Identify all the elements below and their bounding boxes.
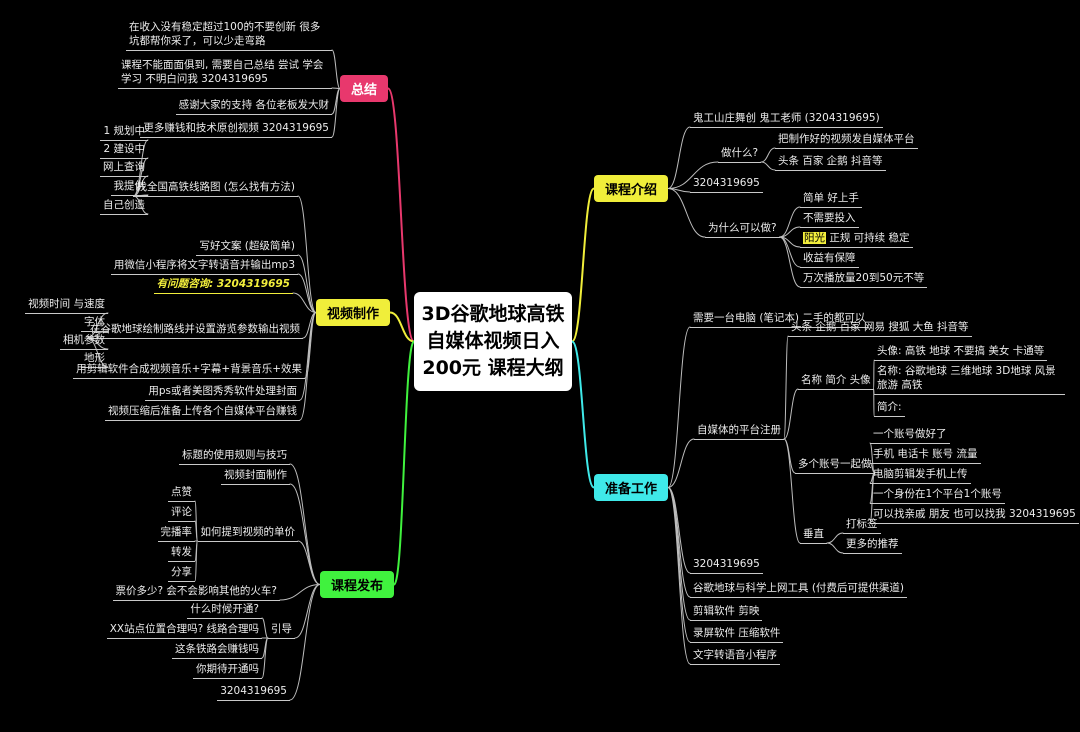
sunny-rest-text: 正规 可持续 稳定 bbox=[826, 232, 910, 244]
node-thanks[interactable]: 感谢大家的支持 各位老板发大财 bbox=[175, 98, 332, 115]
node-expect-open[interactable]: 你期待开通吗 bbox=[193, 662, 262, 679]
node-recorder-compressor[interactable]: 录屏软件 压缩软件 bbox=[690, 626, 784, 643]
node-what-to-do[interactable]: 做什么? bbox=[718, 146, 762, 163]
node-cover-making[interactable]: 视频封面制作 bbox=[221, 468, 290, 485]
node-bio-tip[interactable]: 简介: bbox=[874, 400, 905, 417]
node-one-identity[interactable]: 一个身份在1个平台1个账号 bbox=[870, 487, 1005, 504]
node-online-search[interactable]: 网上查询 bbox=[100, 160, 148, 177]
node-forward[interactable]: 转发 bbox=[168, 545, 195, 562]
node-find-relatives[interactable]: 可以找亲戚 朋友 也可以找我 3204319695 bbox=[870, 507, 1079, 524]
node-teacher[interactable]: 鬼工山庄舞创 鬼工老师 (3204319695) bbox=[690, 111, 883, 128]
node-tts-miniprogram[interactable]: 文字转语音小程序 bbox=[690, 648, 780, 665]
central-topic-line: 200元 课程大纲 bbox=[422, 357, 564, 379]
node-vertical[interactable]: 垂直 bbox=[800, 527, 827, 544]
node-profile[interactable]: 名称 简介 头像 bbox=[798, 373, 874, 390]
node-income-guarantee[interactable]: 收益有保障 bbox=[800, 251, 859, 268]
central-topic-line: 自媒体视频日入 bbox=[426, 330, 560, 352]
node-platform-list[interactable]: 头条 企鹅 百家 网易 搜狐 大鱼 抖音等 bbox=[788, 320, 972, 337]
node-editor-jianying[interactable]: 剪辑软件 剪映 bbox=[690, 604, 763, 621]
node-status-building[interactable]: 2 建设中 bbox=[100, 142, 148, 159]
node-compress-upload[interactable]: 视频压缩后准备上传各个自媒体平台赚钱 bbox=[105, 404, 300, 421]
central-topic-line: 3D谷歌地球高铁 bbox=[421, 303, 565, 325]
node-name-tip[interactable]: 名称: 谷歌地球 三维地球 3D地球 风景 旅游 高铁 bbox=[874, 364, 1065, 395]
node-simple-easy[interactable]: 简单 好上手 bbox=[800, 191, 862, 208]
node-prep-qq[interactable]: 3204319695 bbox=[690, 557, 763, 574]
node-advice-stability[interactable]: 在收入没有稳定超过100的不要创新 很多坑都帮你采了，可以少走弯路 bbox=[126, 20, 332, 51]
node-guide[interactable]: 引导 bbox=[268, 622, 295, 639]
node-raise-video-price[interactable]: 如何提到视频的单价 bbox=[197, 525, 298, 542]
central-topic[interactable]: 3D谷歌地球高铁 自媒体视频日入 200元 课程大纲 bbox=[414, 292, 572, 391]
node-more-recommend[interactable]: 更多的推荐 bbox=[843, 537, 902, 554]
branch-course-intro[interactable]: 课程介绍 bbox=[594, 175, 669, 202]
node-more-videos[interactable]: 更多赚钱和技术原创视频 3204319695 bbox=[140, 121, 332, 138]
node-advice-selfstudy[interactable]: 课程不能面面俱到, 需要自己总结 尝试 学会学习 不明白问我 320431969… bbox=[118, 58, 332, 89]
node-play-income[interactable]: 万次播放量20到50元不等 bbox=[800, 271, 928, 288]
node-publish-to-platforms[interactable]: 把制作好的视频发自媒体平台 bbox=[775, 132, 918, 149]
node-account-done[interactable]: 一个账号做好了 bbox=[870, 427, 950, 444]
node-self-create[interactable]: 自己创造 bbox=[100, 198, 148, 215]
node-i-provide[interactable]: 我提供 bbox=[110, 179, 148, 196]
node-wechat-tts-mp3[interactable]: 用微信小程序将文字转语音并输出mp3 bbox=[110, 258, 298, 275]
node-share[interactable]: 分享 bbox=[168, 565, 195, 582]
node-railway-profit[interactable]: 这条铁路会赚钱吗 bbox=[172, 642, 262, 659]
node-station-location[interactable]: XX站点位置合理吗? 线路合理吗 bbox=[106, 622, 262, 639]
node-video-time-speed[interactable]: 视频时间 与速度 bbox=[25, 297, 108, 314]
branch-preparation[interactable]: 准备工作 bbox=[594, 474, 669, 501]
node-pc-edit-mobile-upload[interactable]: 电脑剪辑发手机上传 bbox=[870, 467, 971, 484]
node-need-computer[interactable]: 需要一台电脑 (笔记本) 二手的都可以 bbox=[690, 311, 869, 328]
node-platform-register[interactable]: 自媒体的平台注册 bbox=[694, 423, 784, 440]
node-find-railway-map[interactable]: 找全国高铁线路图 (怎么找有方法) bbox=[133, 180, 298, 197]
node-avatar-tip[interactable]: 头像: 高铁 地球 不要搞 美女 卡通等 bbox=[874, 344, 1048, 361]
node-ticket-price-question[interactable]: 票价多少? 会不会影响其他的火车? bbox=[112, 584, 280, 601]
node-tag[interactable]: 打标签 bbox=[843, 517, 881, 534]
node-publish-qq[interactable]: 3204319695 bbox=[217, 684, 290, 701]
node-why-doable[interactable]: 为什么可以做? bbox=[705, 221, 780, 238]
node-platform-examples[interactable]: 头条 百家 企鹅 抖音等 bbox=[775, 154, 886, 171]
node-intro-qq[interactable]: 3204319695 bbox=[690, 176, 763, 193]
highlight-sunny: 阳光 bbox=[803, 232, 826, 244]
node-comment[interactable]: 评论 bbox=[168, 505, 195, 522]
node-font[interactable]: 字体 bbox=[81, 315, 108, 332]
branch-video-production[interactable]: 视频制作 bbox=[316, 299, 391, 326]
node-status-planning[interactable]: 1 规划中 bbox=[100, 124, 148, 141]
node-camera-params[interactable]: 相机参数 bbox=[60, 333, 108, 350]
node-cover-ps-meitu[interactable]: 用ps或者美图秀秀软件处理封面 bbox=[145, 384, 300, 401]
node-write-script[interactable]: 写好文案 (超级简单) bbox=[196, 239, 298, 256]
node-consult-qq[interactable]: 有问题咨询: 3204319695 bbox=[153, 277, 293, 294]
node-google-earth-tools[interactable]: 谷歌地球与科学上网工具 (付费后可提供渠道) bbox=[690, 581, 908, 598]
branch-course-publish[interactable]: 课程发布 bbox=[320, 571, 395, 598]
node-completion-rate[interactable]: 完播率 bbox=[157, 525, 195, 542]
node-no-investment[interactable]: 不需要投入 bbox=[800, 211, 859, 228]
node-sunny-stable[interactable]: 阳光 正规 可持续 稳定 bbox=[800, 231, 913, 248]
node-like[interactable]: 点赞 bbox=[168, 485, 195, 502]
node-phone-card-traffic[interactable]: 手机 电话卡 账号 流量 bbox=[870, 447, 981, 464]
node-edit-software-compose[interactable]: 用剪辑软件合成视频音乐+字幕+背景音乐+效果 bbox=[73, 362, 305, 379]
node-title-rules[interactable]: 标题的使用规则与技巧 bbox=[179, 448, 290, 465]
node-multi-account[interactable]: 多个账号一起做 bbox=[795, 457, 875, 474]
branch-summary[interactable]: 总结 bbox=[340, 75, 389, 102]
node-draw-route-google-earth[interactable]: 在谷歌地球绘制路线并设置游览参数输出视频 bbox=[87, 322, 303, 339]
node-when-open[interactable]: 什么时候开通? bbox=[187, 602, 262, 619]
node-terrain[interactable]: 地形 bbox=[81, 351, 108, 368]
